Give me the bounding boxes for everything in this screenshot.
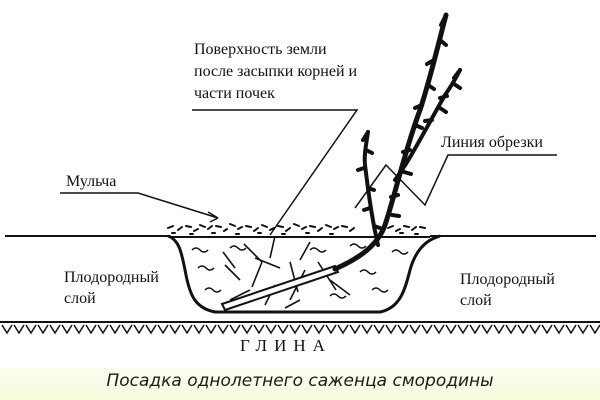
surface-label-pointer [192,109,359,236]
pruning-line-label: Линия обрезки [441,134,543,151]
mulch-label-pointer [60,192,219,223]
clay-label: ГЛИНА [240,336,332,355]
caption-band [0,368,600,400]
ground-surface-line [5,235,596,238]
planting-pit-outline [167,234,441,314]
pruning-line-pointer [354,154,557,209]
surface-label-line-3: части почек [194,85,275,102]
surface-label-line-1: Поверхность земли [194,41,327,58]
seedling-cutting [220,264,340,312]
fertile-layer-left-line-1: Плодородный [64,269,159,286]
fertile-layer-right-line-2: слой [460,292,492,309]
clay-boundary-line [0,321,600,335]
surface-label-line-2: после засыпки корней и [194,63,358,80]
fertile-layer-right-line-1: Плодородный [460,271,555,288]
mulch-label: Мульча [66,173,117,190]
fertile-layer-left-line-2: слой [64,290,96,307]
mulch-layer [167,223,426,235]
diagram-caption: Посадка однолетнего саженца смородины [106,371,494,391]
seedling-shoots [332,12,462,272]
soil-fill-texture [191,243,409,299]
